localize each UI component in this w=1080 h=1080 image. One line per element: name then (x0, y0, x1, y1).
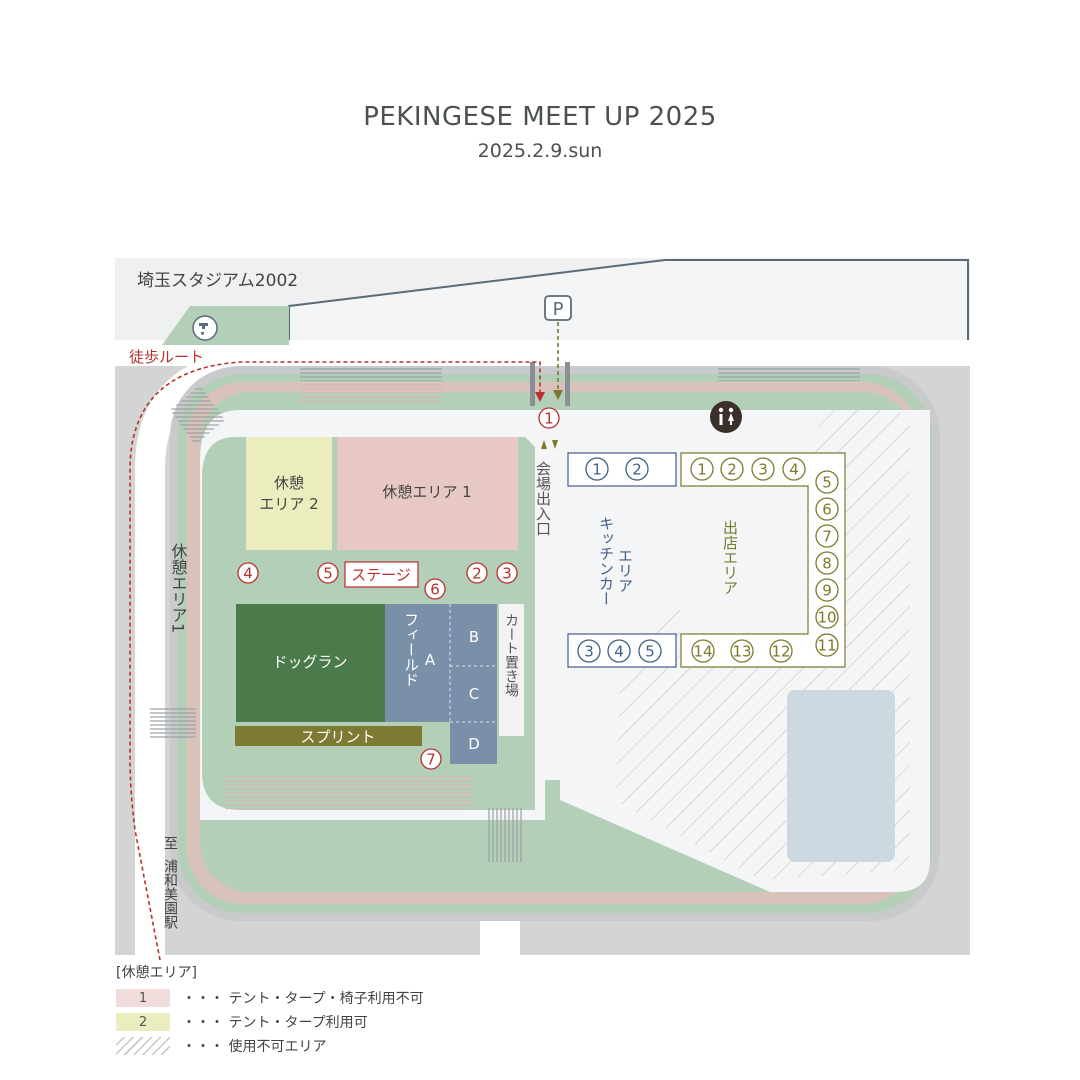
legend-text-2: ・・・ テント・タープ利用可 (182, 1015, 368, 1031)
parking-label: P (553, 299, 564, 320)
red-marker-6-circle (424, 578, 446, 600)
kitchen-marker-4: 4 (614, 643, 624, 661)
red-marker-7-circle (420, 748, 442, 770)
cart-area-label: カート置き場 (503, 613, 519, 697)
sprint-lane (235, 726, 422, 746)
vendor-marker-8: 8 (822, 555, 832, 573)
red-marker-4-circle (237, 562, 259, 584)
stage (344, 561, 419, 588)
kitchen-marker-5: 5 (645, 643, 655, 661)
vendor-marker-7-circle (815, 524, 839, 548)
restroom-icon (710, 401, 742, 433)
vendor-marker-10: 10 (817, 609, 836, 627)
vendor-marker-6-circle (815, 497, 839, 521)
red-marker-2: 2 (472, 565, 482, 583)
red-marker-3-circle (496, 562, 518, 584)
legend-text-1: ・・・ テント・タープ・椅子利用不可 (182, 991, 424, 1007)
field-zone-b: B (469, 628, 479, 646)
vendor-marker-5-circle (815, 470, 839, 494)
legend-item-1: 1 ・・・ テント・タープ・椅子利用不可 (116, 988, 424, 1008)
legend-swatch-2: 2 (116, 1013, 170, 1031)
vendor-marker-1: 1 (697, 461, 707, 479)
red-marker-5: 5 (323, 565, 333, 583)
red-marker-1-circle (538, 407, 560, 429)
rest-area-side-label: 休憩エリア1 (169, 543, 188, 633)
red-marker-5-circle (317, 562, 339, 584)
kitchen-car-label-2: キッチンカー (597, 516, 615, 606)
vendor-marker-5: 5 (822, 474, 832, 492)
field-zone-d: D (468, 735, 480, 753)
vendor-marker-14-circle (691, 639, 715, 663)
vendor-marker-13: 13 (732, 643, 751, 661)
rest-area-1 (337, 437, 518, 550)
legend-swatch-1: 1 (116, 989, 170, 1007)
kitchen-car-box-top (567, 452, 677, 487)
stage-label: ステージ (351, 566, 411, 584)
legend-item-2: 2 ・・・ テント・タープ利用可 (116, 1012, 368, 1032)
vendor-marker-3: 3 (758, 461, 768, 479)
vendor-label: 出店エリア (721, 520, 739, 595)
sprint-label: スプリント (300, 728, 375, 746)
kitchen-marker-5-circle (638, 639, 662, 663)
red-marker-4: 4 (243, 565, 253, 583)
walking-route-path (129, 361, 541, 961)
kitchen-marker-1-circle (585, 457, 609, 481)
vendor-marker-9: 9 (822, 582, 832, 600)
station-direction-label: 至 (162, 836, 178, 850)
vendor-marker-3-circle (751, 457, 775, 481)
cart-area (499, 604, 524, 736)
dog-run-label: ドッグラン (272, 653, 347, 671)
legend-text-3: ・・・ 使用不可エリア (182, 1039, 327, 1055)
legend-title: [休憩エリア] (116, 965, 197, 981)
vendor-marker-7: 7 (822, 528, 832, 546)
vendor-marker-9-circle (815, 578, 839, 602)
field-area (385, 604, 497, 722)
red-marker-7: 7 (426, 751, 436, 769)
entrance-label: 会場出入口 (534, 461, 552, 536)
field-zone-a: A (425, 651, 436, 669)
page-title: PEKINGESE MEET UP 2025 (363, 102, 717, 132)
kitchen-marker-3-circle (577, 639, 601, 663)
vendor-marker-4: 4 (789, 461, 799, 479)
vendor-marker-4-circle (782, 457, 806, 481)
kitchen-marker-2-circle (625, 457, 649, 481)
vendor-marker-6: 6 (822, 501, 832, 519)
rest-area-2 (246, 437, 332, 550)
station-name-label: 浦和美園駅 (162, 859, 178, 929)
vendor-marker-12: 12 (771, 643, 790, 661)
field-label: フィールド (402, 612, 420, 687)
walking-route-label: 徒歩ルート (129, 348, 204, 366)
vendor-marker-12-circle (769, 639, 793, 663)
dog-run (236, 604, 385, 722)
red-marker-6: 6 (430, 581, 440, 599)
field-zone-c: C (469, 685, 479, 703)
vendor-marker-2: 2 (727, 461, 737, 479)
kitchen-marker-1: 1 (592, 461, 602, 479)
rest-area-2-label: 休憩 (274, 474, 304, 492)
red-marker-1: 1 (544, 410, 554, 428)
vendor-marker-11: 11 (817, 637, 836, 655)
stadium-label: 埼玉スタジアム2002 (137, 271, 298, 291)
kitchen-marker-4-circle (607, 639, 631, 663)
legend-swatch-hatch (116, 1037, 170, 1055)
pond (787, 690, 895, 862)
vendor-marker-2-circle (720, 457, 744, 481)
event-date: 2025.2.9.sun (477, 140, 603, 162)
vendor-marker-8-circle (815, 551, 839, 575)
parking-icon (544, 295, 572, 321)
red-marker-2-circle (466, 562, 488, 584)
rest-area-2-label-2: エリア 2 (259, 495, 318, 513)
vendor-marker-10-circle (815, 605, 839, 629)
kitchen-marker-2: 2 (632, 461, 642, 479)
rest-area-1-label: 休憩エリア 1 (382, 483, 471, 501)
vendor-marker-13-circle (730, 639, 754, 663)
vendor-marker-1-circle (690, 457, 714, 481)
vendor-marker-14: 14 (693, 643, 712, 661)
red-marker-3: 3 (502, 565, 512, 583)
kitchen-car-label: エリア (616, 548, 634, 593)
kitchen-marker-3: 3 (584, 643, 594, 661)
legend-item-3: ・・・ 使用不可エリア (116, 1036, 326, 1056)
vendor-marker-11-circle (815, 633, 839, 657)
